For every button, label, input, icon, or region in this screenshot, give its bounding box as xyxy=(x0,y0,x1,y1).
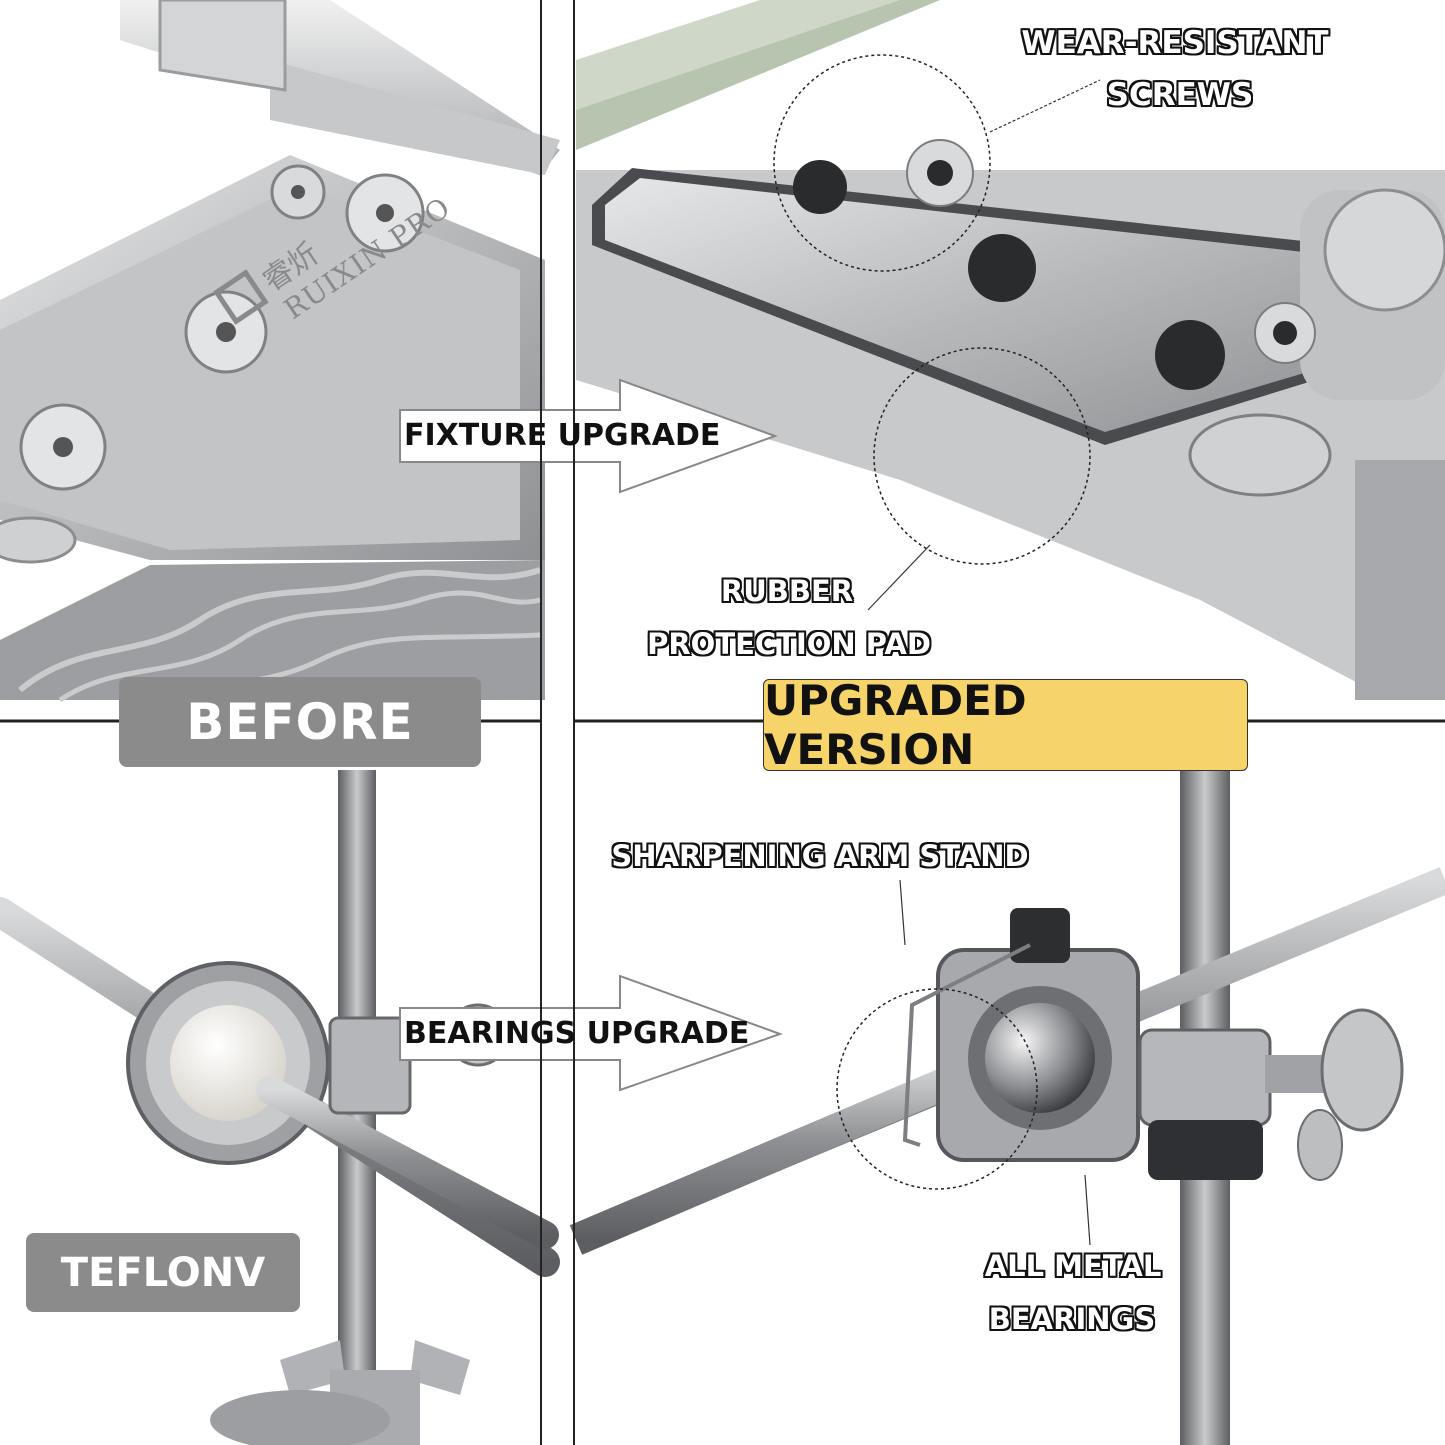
callout-bearings: BEARINGS xyxy=(988,1302,1156,1336)
callout-protection-pad: PROTECTION PAD xyxy=(647,627,931,661)
bearings-upgrade-label: BEARINGS UPGRADE xyxy=(404,1016,750,1051)
upgraded-version-badge: UPGRADED VERSION xyxy=(763,676,1248,774)
callout-all-metal: ALL METAL xyxy=(984,1249,1162,1283)
teflon-badge: TEFLONV xyxy=(26,1233,300,1312)
callout-sharpening-arm-stand: SHARPENING ARM STAND xyxy=(611,839,1029,873)
callout-wear-resistant: WEAR-RESISTANT xyxy=(1021,25,1329,61)
before-bearing xyxy=(0,770,560,1445)
fixture-upgrade-label: FIXTURE UPGRADE xyxy=(404,418,721,453)
callout-screws: SCREWS xyxy=(1106,77,1254,113)
bearings-arrow xyxy=(399,974,783,1092)
before-badge: BEFORE xyxy=(119,677,481,767)
upgraded-fixture xyxy=(576,0,1445,700)
upgraded-bearing xyxy=(569,770,1445,1445)
fixture-arrow xyxy=(399,378,778,494)
before-fixture xyxy=(0,0,560,703)
callout-rubber: RUBBER xyxy=(720,574,854,608)
